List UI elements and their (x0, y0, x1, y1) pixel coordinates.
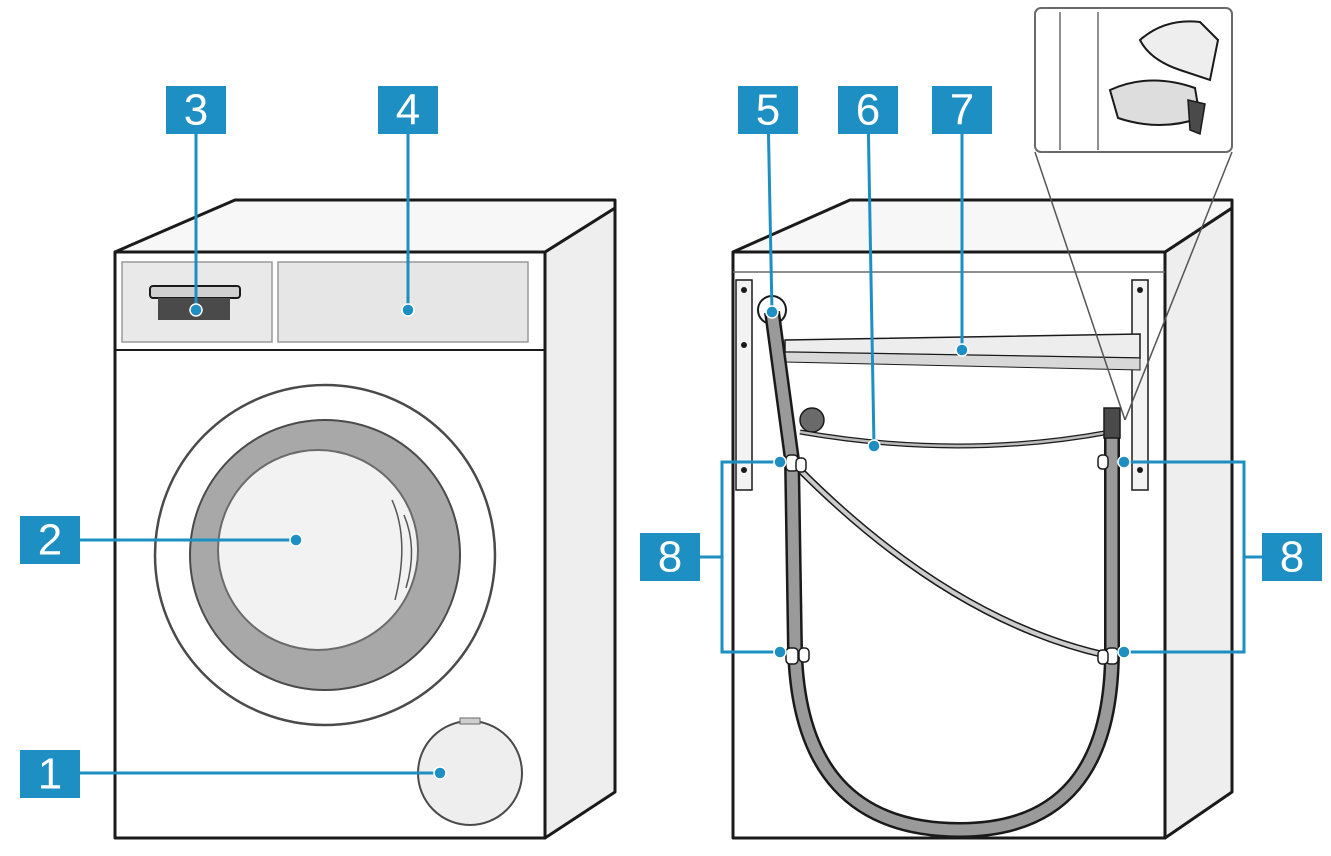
hose-holder-ring (1108, 79, 1202, 126)
hose-clip (795, 457, 807, 473)
door-glass (217, 449, 419, 651)
callout-4-label: 4 (396, 86, 420, 135)
callout-8-left: 8 (640, 533, 700, 582)
rail-screw (741, 467, 747, 473)
inset-pointer-line (1034, 151, 1126, 421)
hose-clip (1097, 454, 1109, 470)
rear-machine-top (731, 198, 1234, 254)
front-view (113, 198, 617, 840)
hose-clip (798, 647, 810, 663)
hose-clip (785, 647, 799, 665)
leader-5 (766, 109, 774, 313)
leader-1-dot (433, 766, 447, 780)
glass-reflection (391, 499, 403, 601)
callout-boxes: 1 2 3 4 5 6 7 8 (20, 86, 1322, 799)
front-machine-side-panel (543, 206, 617, 840)
callout-8-left-label: 8 (658, 533, 682, 582)
leader-2-dot (289, 533, 303, 547)
leader-8-right-dot-bottom (1117, 645, 1131, 659)
rear-machine-side-panel (1163, 206, 1234, 840)
rail-screw (1137, 467, 1143, 473)
callout-7-label: 7 (950, 86, 974, 135)
hose-connector (1103, 407, 1121, 439)
inlet-hose (766, 311, 1118, 836)
callout-2: 2 (20, 516, 80, 565)
leader-5-dot (765, 305, 779, 319)
leader-8-right-dot-top (1117, 455, 1131, 469)
callout-5-label: 5 (756, 86, 780, 135)
leader-7-dot (955, 343, 969, 357)
leader-4-dot (401, 303, 415, 317)
leader-6 (866, 109, 876, 447)
leader-8-left-dot-bottom (773, 645, 787, 659)
leader-8-left-dot-top (773, 455, 787, 469)
hose-holder-detail-inset (1034, 7, 1233, 421)
front-machine-top (113, 198, 617, 254)
callout-8-right-label: 8 (1280, 533, 1304, 582)
callout-7: 7 (932, 86, 992, 135)
rail-screw (741, 287, 747, 293)
hose-holder-clip (1138, 20, 1220, 82)
left-mounting-rail (735, 279, 753, 491)
control-panel (277, 261, 529, 343)
pump-cover-notch (459, 717, 481, 725)
hose-holder-tab (1187, 99, 1206, 136)
callout-6-label: 6 (856, 86, 880, 135)
callout-2-label: 2 (38, 516, 62, 565)
rail-screw (1137, 287, 1143, 293)
callout-6: 6 (838, 86, 898, 135)
power-cord (799, 430, 1111, 448)
callout-3-label: 3 (184, 86, 208, 135)
rear-view (731, 198, 1234, 840)
inset-pointer-line (1124, 151, 1233, 421)
callout-3: 3 (166, 86, 226, 135)
rail-screw (741, 342, 747, 348)
leader-3-dot (189, 303, 203, 317)
callout-5: 5 (738, 86, 798, 135)
leader-6-dot (867, 439, 881, 453)
callout-1-label: 1 (38, 750, 62, 799)
right-mounting-rail (1131, 279, 1149, 491)
callout-8-right: 8 (1262, 533, 1322, 582)
hose-clip (1097, 649, 1109, 665)
glass-reflection-2 (403, 514, 413, 589)
rear-knob (799, 407, 825, 433)
callout-1: 1 (20, 750, 80, 799)
callout-4: 4 (378, 86, 438, 135)
drain-hose-diagonal (798, 468, 1106, 657)
